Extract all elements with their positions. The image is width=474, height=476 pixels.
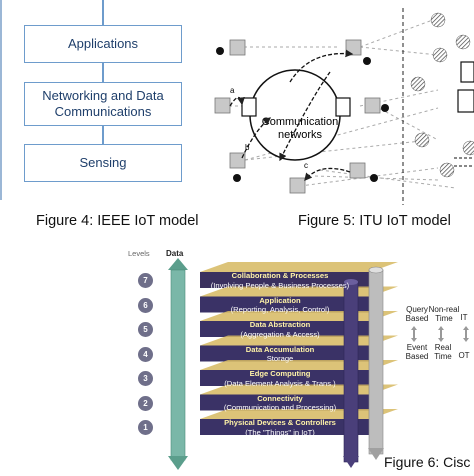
layer-name: Data Accumulation bbox=[245, 344, 315, 354]
purple-column bbox=[343, 279, 359, 468]
real-time-label: Real Time bbox=[434, 343, 452, 361]
slab-top bbox=[200, 262, 398, 272]
layer-subtitle: (Data Element Analysis & Trans.) bbox=[224, 378, 336, 388]
cisco-stack bbox=[168, 258, 398, 470]
slab-front bbox=[200, 345, 370, 362]
level-badge: 6 bbox=[138, 297, 153, 313]
layer-subtitle: (Communication and Processing) bbox=[223, 403, 337, 412]
level-badge: 2 bbox=[138, 395, 153, 411]
figure-6-caption: Figure 6: Cisc bbox=[384, 454, 471, 470]
levels-header: Levels bbox=[128, 249, 150, 258]
link-label-a: a bbox=[230, 86, 235, 95]
slab-front bbox=[200, 394, 370, 411]
layer-title: Edge Computing(Data Element Analysis & T… bbox=[210, 369, 350, 388]
gateway-left bbox=[241, 97, 257, 117]
slab-front bbox=[200, 272, 370, 288]
event-based-label: Event Based bbox=[405, 343, 429, 361]
layer-name: Physical Devices & Controllers bbox=[224, 418, 336, 427]
slab-front bbox=[200, 370, 370, 386]
layer-title: Data Abstraction(Aggregation & Access) bbox=[210, 320, 350, 339]
ieee-layer-applications: Applications bbox=[24, 25, 182, 63]
figure-5-caption: Figure 5: ITU IoT model bbox=[298, 213, 451, 229]
ot-label: OT bbox=[458, 351, 470, 360]
data-arrow bbox=[168, 258, 188, 470]
figure-4-caption: Figure 4: IEEE IoT model bbox=[36, 213, 199, 229]
cloud-label-line1: Communication bbox=[262, 116, 338, 128]
level-badge: 7 bbox=[138, 273, 153, 288]
non-real-time-label: Non-real Time bbox=[428, 305, 460, 323]
itu-right-gateway bbox=[460, 61, 474, 83]
layer-name: Data Abstraction bbox=[249, 320, 311, 329]
query-based-label: Query Based bbox=[405, 305, 429, 323]
itu-links bbox=[229, 49, 354, 181]
cloud-label-line2: networks bbox=[278, 129, 323, 141]
itu-right-gateway-2 bbox=[457, 89, 474, 113]
layer-title: Application(Reporting, Analysis, Control… bbox=[210, 296, 350, 315]
slab-front bbox=[200, 296, 370, 313]
communication-networks-cloud bbox=[249, 69, 341, 161]
layer-subtitle: (Aggregation & Access) bbox=[240, 329, 320, 339]
ieee-layer-sensing: Sensing bbox=[24, 144, 182, 182]
data-header: Data bbox=[166, 249, 184, 258]
ieee-layer-label: Applications bbox=[67, 36, 139, 51]
ieee-layer-label: Sensing bbox=[79, 155, 127, 170]
layer-name: Collaboration & Processes bbox=[231, 271, 329, 280]
level-badge: 5 bbox=[138, 322, 153, 337]
itu-hatched-devices bbox=[410, 12, 474, 178]
right-arrows bbox=[411, 326, 469, 342]
level-badge: 4 bbox=[138, 346, 153, 362]
layer-subtitle: (Involving People & Business Processes) bbox=[210, 280, 350, 290]
itu-things bbox=[216, 47, 389, 182]
ieee-layer-networking: Networking and Data Communications bbox=[24, 82, 182, 126]
layer-subtitle: (The "Things" in IoT) bbox=[245, 427, 315, 437]
itu-devices bbox=[214, 39, 381, 194]
layer-title: Connectivity(Communication and Processin… bbox=[210, 394, 350, 413]
link-label-c: c bbox=[304, 161, 308, 170]
link-label-b: b bbox=[245, 143, 250, 152]
level-badge: 1 bbox=[138, 420, 153, 435]
grey-column bbox=[368, 266, 384, 460]
ieee-layer-label: Networking and Data Communications bbox=[42, 88, 164, 119]
layer-subtitle: Storage bbox=[266, 354, 294, 363]
slab-front bbox=[200, 419, 370, 435]
it-label: IT bbox=[460, 313, 468, 322]
slab-front bbox=[200, 321, 370, 337]
gateway-right bbox=[335, 97, 351, 117]
level-badge: 3 bbox=[138, 371, 153, 386]
itu-diagram: Communication networks a b c bbox=[214, 8, 474, 205]
layer-name: Connectivity bbox=[257, 393, 303, 403]
ieee-frame-edge bbox=[0, 0, 2, 200]
layer-name: Edge Computing bbox=[249, 369, 311, 378]
layer-title: Physical Devices & Controllers(The "Thin… bbox=[210, 418, 350, 437]
layer-title: Collaboration & Processes(Involving Peop… bbox=[210, 271, 350, 290]
layer-subtitle: (Reporting, Analysis, Control) bbox=[230, 305, 330, 314]
layer-name: Application bbox=[259, 295, 301, 305]
